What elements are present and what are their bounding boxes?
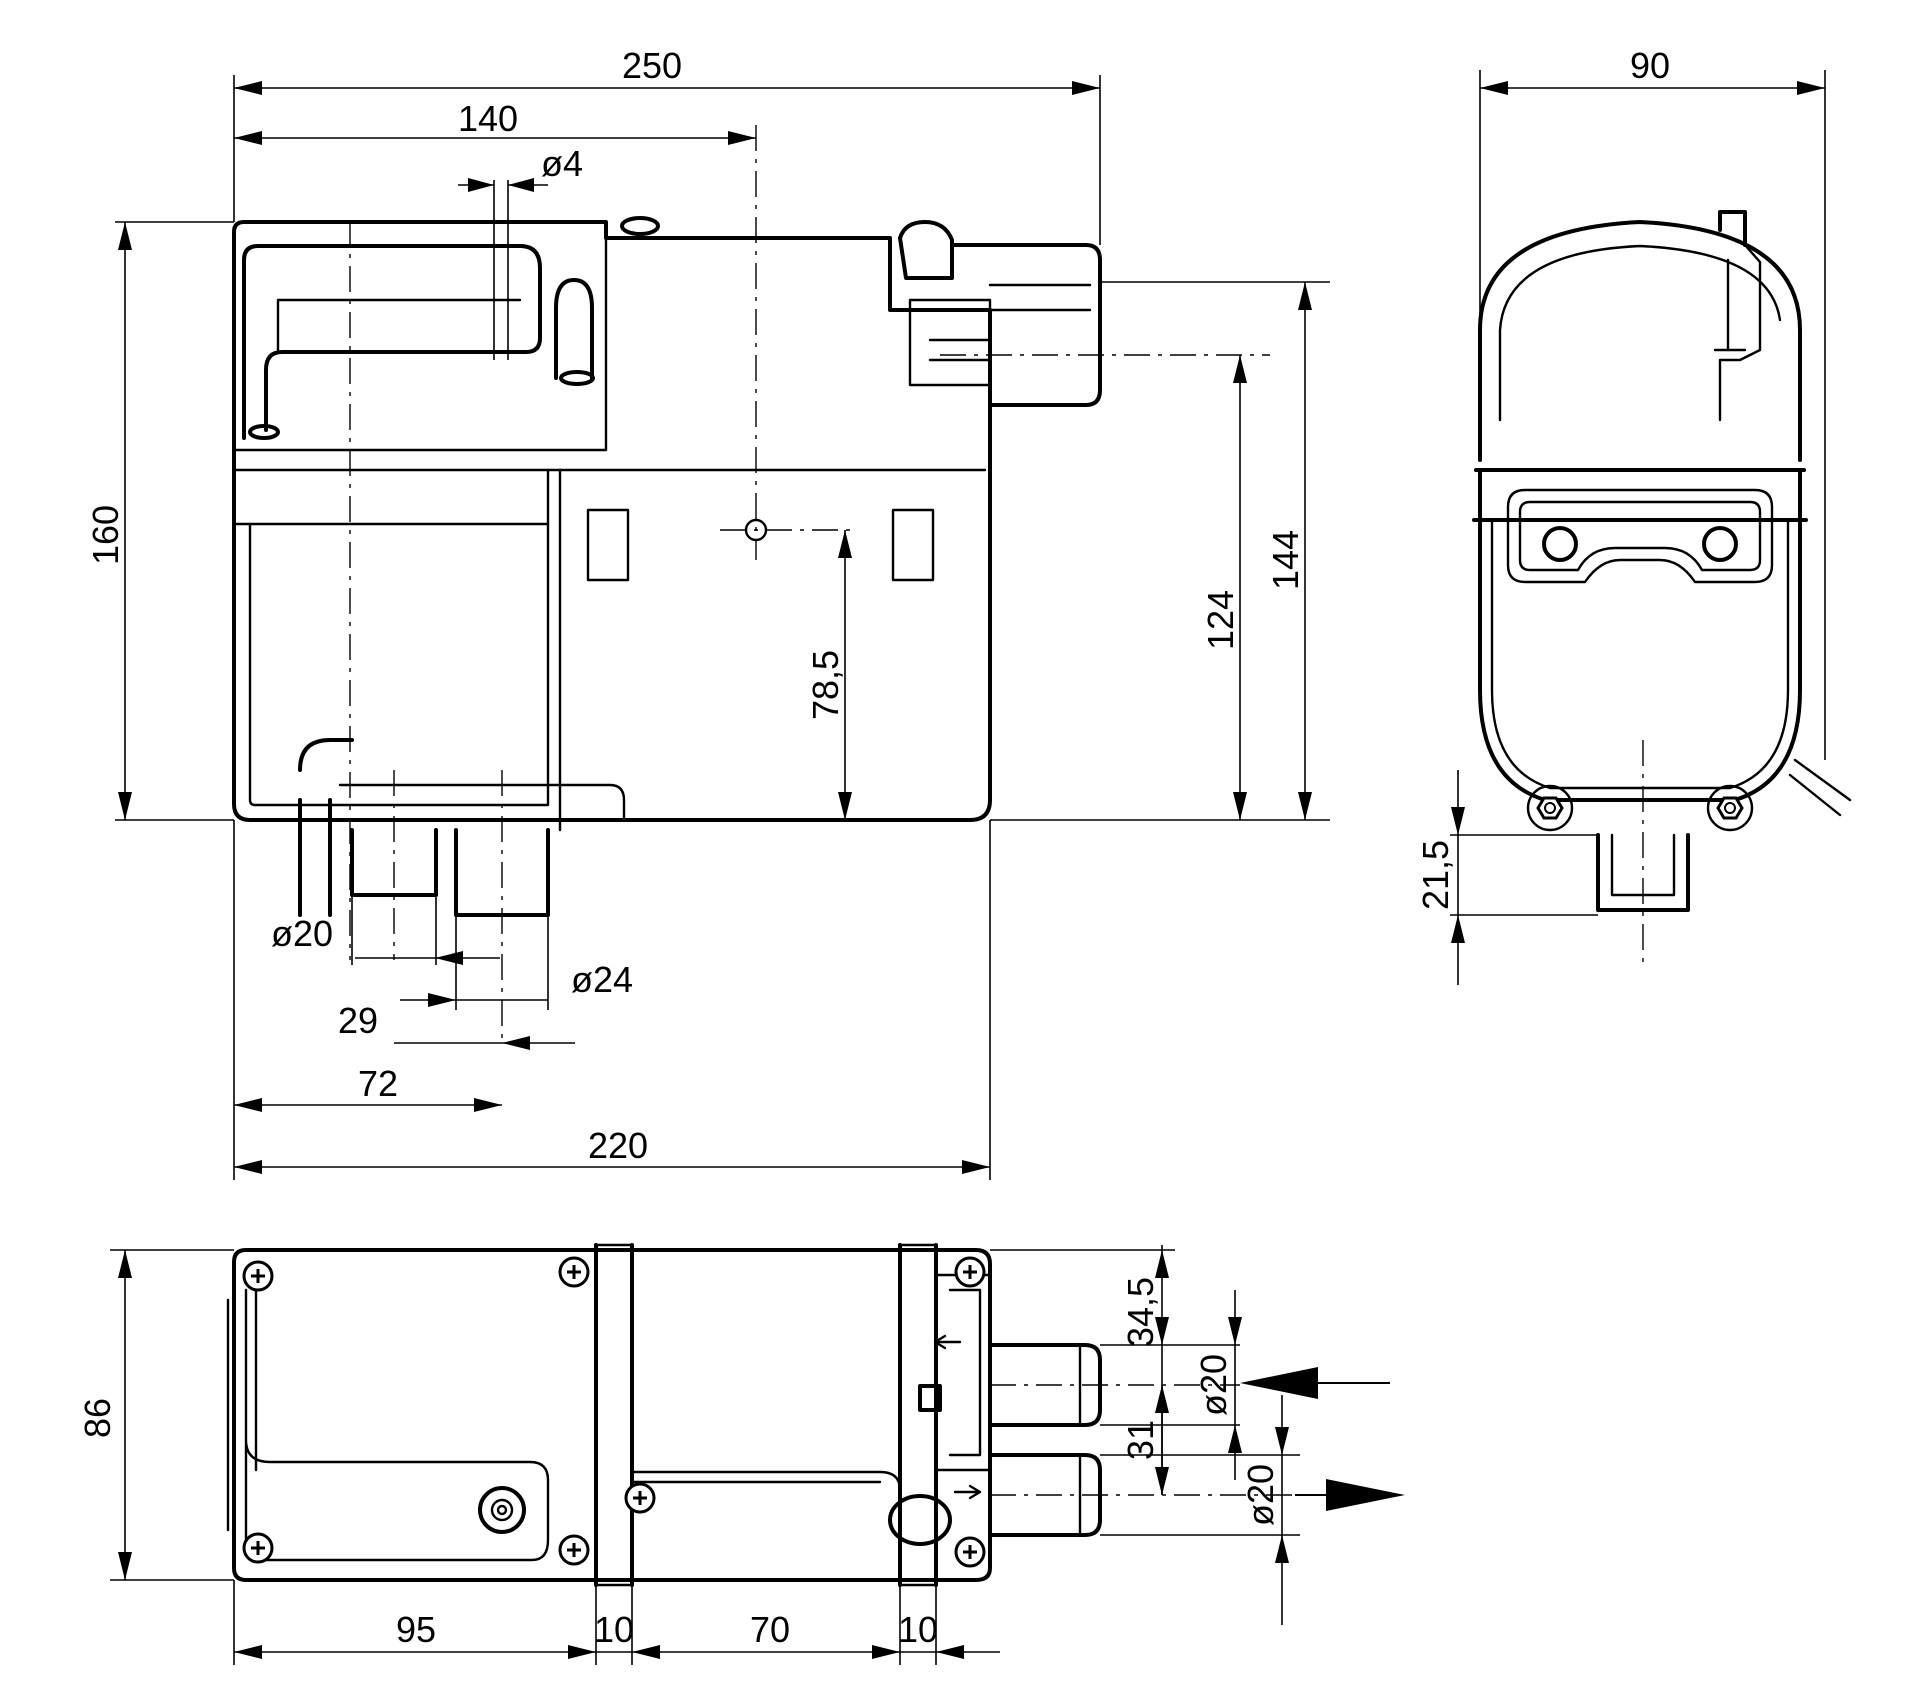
- dim-port-spacing: 29: [338, 1000, 378, 1041]
- dim-body-length: 220: [588, 1125, 648, 1166]
- outlet-flow-arrow: [1295, 1479, 1405, 1511]
- dim-center-height: 78,5: [805, 650, 846, 720]
- dim-center-offset: 140: [458, 98, 518, 139]
- dim-pipe-offset: 34,5: [1120, 1277, 1161, 1347]
- dim-segment-1: 95: [396, 1609, 436, 1650]
- dim-pin-diameter: ø4: [541, 143, 583, 184]
- dim-overall-length: 250: [622, 45, 682, 86]
- dim-port2-diameter: ø24: [571, 959, 633, 1000]
- dim-outlet-height: 144: [1265, 530, 1306, 590]
- side-view: [1472, 210, 1852, 965]
- dim-inlet-pipe-diameter: ø20: [1193, 1354, 1234, 1416]
- side-dimensions: 90 21,5: [1415, 45, 1826, 985]
- dim-segment-2: 10: [594, 1609, 634, 1650]
- top-dimensions: 86 95 10 70 10 34,5 31 ø20 ø20: [77, 1245, 1405, 1665]
- dim-segment-3: 70: [750, 1609, 790, 1650]
- dim-inlet-height: 124: [1200, 590, 1241, 650]
- dim-port1-diameter: ø20: [271, 913, 333, 954]
- top-view: [226, 1243, 1300, 1587]
- front-dimensions: 250 140 ø4 160 144 124 78,5 ø20 ø24 29 7…: [85, 45, 1330, 1180]
- dim-overall-width: 90: [1630, 45, 1670, 86]
- dim-pipe-spacing: 31: [1120, 1420, 1161, 1460]
- dim-port-depth: 21,5: [1415, 840, 1456, 910]
- dim-port-offset: 72: [358, 1063, 398, 1104]
- inlet-flow-arrow: [1240, 1367, 1390, 1399]
- dim-segment-4: 10: [898, 1609, 938, 1650]
- dim-outlet-pipe-diameter: ø20: [1240, 1464, 1281, 1526]
- front-view: [232, 125, 1270, 1045]
- dim-overall-height: 160: [85, 505, 126, 565]
- dim-overall-depth: 86: [77, 1398, 118, 1438]
